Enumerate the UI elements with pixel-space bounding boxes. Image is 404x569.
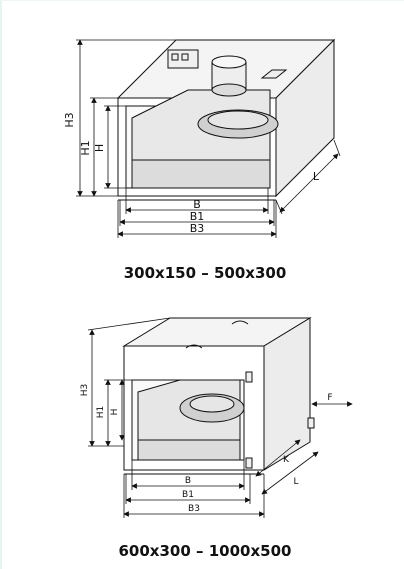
dim-label-b-large: B <box>185 476 191 486</box>
fan-unit-drawing-small <box>116 38 336 201</box>
dim-label-b1-large: B1 <box>182 490 194 500</box>
dim-label-f-large: F <box>327 393 332 403</box>
dim-label-k-large: K <box>283 455 290 465</box>
dim-label-h3: H3 <box>63 112 76 127</box>
dim-label-b1: B1 <box>190 210 205 223</box>
page-border-top <box>0 0 404 1</box>
dim-label-h-large: H <box>110 409 120 416</box>
fan-unit-drawing-large <box>122 317 315 475</box>
page-border-left <box>0 0 2 569</box>
dim-label-h1: H1 <box>79 140 92 155</box>
dim-label-l: L <box>313 170 320 183</box>
dim-label-h3-large: H3 <box>80 384 90 397</box>
dim-label-h: H <box>93 144 106 152</box>
dim-label-l-large: L <box>293 477 298 487</box>
dim-label-b3: B3 <box>190 222 205 235</box>
dimension-lines-large <box>87 317 353 518</box>
dimension-lines-small <box>76 39 341 238</box>
dim-label-b: B <box>193 198 201 211</box>
caption-small-range: 300x150 – 500x300 <box>124 264 287 282</box>
dim-label-b3-large: B3 <box>188 504 200 514</box>
caption-large-range: 600x300 – 1000x500 <box>119 542 292 560</box>
dim-label-h1-large: H1 <box>96 406 106 419</box>
